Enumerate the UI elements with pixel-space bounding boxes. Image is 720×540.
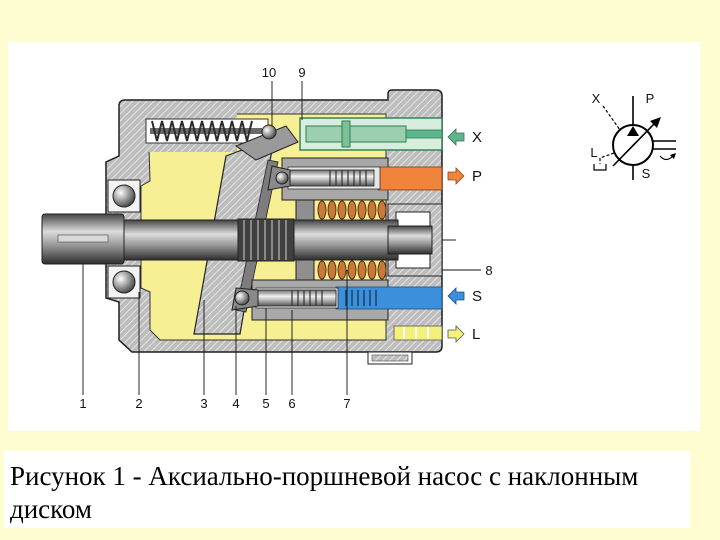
symbol-tank — [593, 164, 607, 171]
pilot-port-channel — [405, 129, 443, 139]
symbol-flow-triangle — [627, 126, 639, 136]
control-piston — [305, 125, 407, 143]
callout-number: 8 — [485, 263, 492, 278]
callout-number: 4 — [232, 396, 239, 411]
symbol-arrowhead — [650, 117, 661, 128]
spring-guide-rod — [150, 128, 262, 134]
callout-number: 7 — [343, 396, 350, 411]
upper-piston — [289, 169, 375, 187]
lower-piston — [257, 289, 337, 307]
spring-coil — [357, 260, 367, 280]
shaft-spline — [237, 218, 295, 262]
spring-coil — [327, 260, 337, 280]
arrow-left-icon — [447, 287, 465, 305]
spring-coil — [337, 260, 347, 280]
callout-number: 2 — [135, 396, 142, 411]
callout-number: 1 — [79, 396, 86, 411]
spring-coil — [317, 200, 327, 220]
spring-coil — [357, 200, 367, 220]
symbol-variable-arrow — [612, 122, 656, 167]
arrow-left-icon — [447, 128, 465, 146]
spring-coil — [367, 260, 377, 280]
symbol-rotation-arrow — [659, 155, 674, 161]
spring-coil — [347, 200, 357, 220]
spring-coil — [347, 260, 357, 280]
drain-plug-insert — [371, 354, 409, 362]
spring-coil — [377, 200, 387, 220]
lower-piston-ball — [234, 290, 250, 306]
port-label-p: P — [472, 168, 482, 185]
pressure-port-channel — [377, 166, 443, 191]
port-label-s: S — [472, 288, 482, 305]
upper-piston-ball — [275, 171, 289, 185]
lower-piston-grooves — [291, 290, 377, 306]
control-spring — [151, 120, 253, 142]
pump-hydraulic-symbol: X P L S — [590, 91, 676, 181]
control-piston-collar — [341, 120, 351, 148]
bearing-ball-lower — [112, 270, 136, 294]
central-spring — [317, 200, 387, 280]
figure-caption: Рисунок 1 - Аксиально-поршневой насос с … — [4, 451, 690, 528]
arrow-right-icon — [447, 325, 465, 343]
spring-coil — [317, 260, 327, 280]
arrow-right-icon — [447, 167, 465, 185]
symbol-label-x: X — [592, 91, 601, 106]
port-label-x: X — [472, 129, 482, 146]
port-legend: X P S L — [447, 128, 482, 343]
callout-number: 10 — [262, 65, 276, 80]
shaft-spline-teeth — [243, 220, 287, 260]
callout-number: 9 — [298, 65, 305, 80]
spring-coil — [367, 200, 377, 220]
spring-coil — [327, 200, 337, 220]
control-ball — [261, 124, 277, 140]
shaft-right-end — [387, 225, 433, 255]
pump-cross-section — [41, 89, 456, 365]
drain-port-channel — [393, 325, 443, 341]
symbol-label-p: P — [646, 91, 655, 106]
shaft-keyway — [57, 234, 109, 243]
symbol-label-s: S — [642, 166, 651, 181]
callout-number: 3 — [200, 396, 207, 411]
spring-coil — [337, 200, 347, 220]
symbol-rotation-arrowhead — [670, 153, 676, 159]
spring-coil — [377, 260, 387, 280]
callouts: 10 9 1 2 3 4 5 6 7 8 — [79, 65, 492, 411]
callout-number: 5 — [262, 396, 269, 411]
callout-number: 6 — [288, 396, 295, 411]
port-label-l: L — [472, 326, 480, 343]
symbol-label-l: L — [590, 145, 597, 160]
upper-piston-grooves — [329, 170, 367, 186]
bearing-ball-upper — [112, 184, 136, 208]
